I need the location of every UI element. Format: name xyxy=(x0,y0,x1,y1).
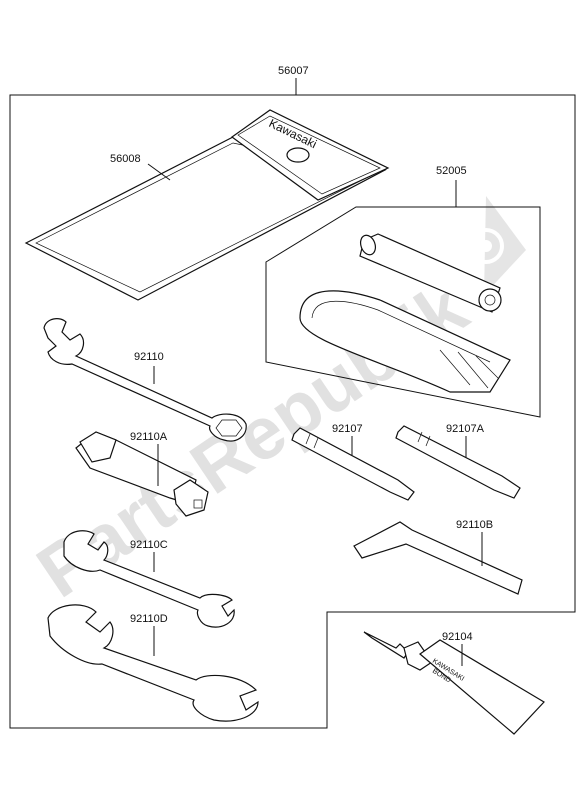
tube-set-box xyxy=(265,206,541,418)
label-92107a: 92107A xyxy=(446,423,485,435)
label-92107: 92107 xyxy=(332,423,363,435)
label-92104: 92104 xyxy=(442,631,473,643)
hex-key-92110b xyxy=(353,521,523,595)
bond-tube-92104: KAWASAKI BOND xyxy=(363,631,545,735)
kit-frame xyxy=(9,94,576,729)
tool-bag xyxy=(299,290,511,393)
label-92110b: 92110B xyxy=(456,519,493,531)
label-92110: 92110 xyxy=(134,351,164,363)
plug-wrench-92110a xyxy=(75,431,209,517)
label-56008: 56008 xyxy=(110,153,141,165)
screwdriver-92107a xyxy=(395,425,521,499)
screwdriver-92107 xyxy=(291,427,415,501)
pouch-leader xyxy=(147,163,171,181)
label-56007: 56007 xyxy=(278,65,309,77)
wrench-92110c xyxy=(63,530,235,628)
label-52005: 52005 xyxy=(436,165,467,177)
tool-pouch: Kawasaki xyxy=(24,109,390,301)
label-92110d: 92110D xyxy=(130,613,168,625)
label-92110c: 92110C xyxy=(130,539,168,551)
tire-tube-tool xyxy=(359,233,502,313)
wrench-92110 xyxy=(43,318,247,442)
label-92110a: 92110A xyxy=(130,431,168,443)
wrench-92110d xyxy=(47,604,259,722)
gear-icon xyxy=(468,196,526,295)
